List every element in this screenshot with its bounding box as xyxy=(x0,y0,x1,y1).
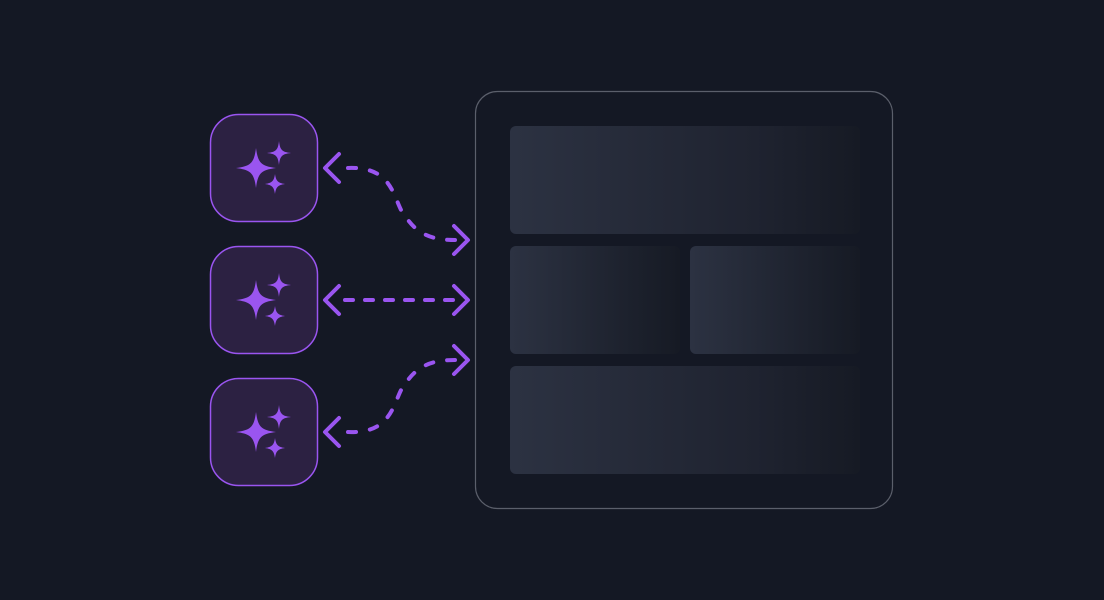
connector-1 xyxy=(323,152,470,256)
panel-top xyxy=(510,126,860,234)
panel-bottom xyxy=(510,366,860,474)
arrow-left-icon xyxy=(323,152,341,184)
connector-3 xyxy=(323,344,470,448)
agent-box-2 xyxy=(209,245,319,355)
agent-box-3 xyxy=(209,377,319,487)
arrow-left-icon xyxy=(323,284,341,316)
connector-2 xyxy=(323,284,470,316)
arrow-right-icon xyxy=(452,344,470,376)
arrow-right-icon xyxy=(452,284,470,316)
panel-middle-left xyxy=(510,246,680,354)
agent-box-1 xyxy=(209,113,319,223)
arrow-left-icon xyxy=(323,416,341,448)
panel-middle-right xyxy=(690,246,860,354)
arrow-right-icon xyxy=(452,224,470,256)
